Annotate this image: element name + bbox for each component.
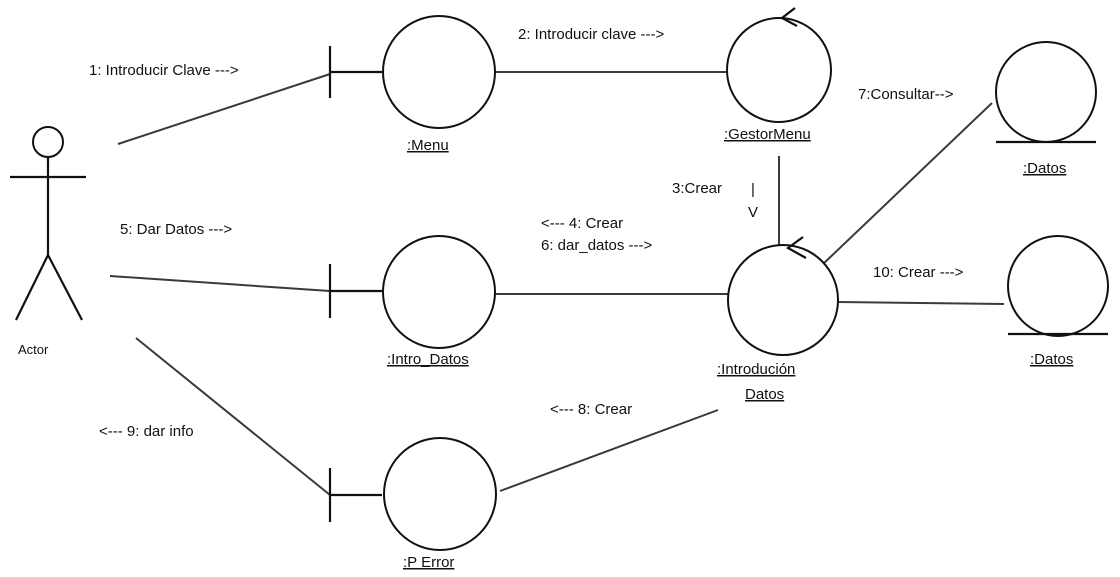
link-actor-introdatos [109, 275, 331, 292]
message-8: <--- 8: Crear [550, 401, 632, 418]
message-6: 6: dar_datos ---> [541, 237, 653, 254]
introducion-datos-control-object [727, 236, 839, 356]
introducion-datos-label-line1: :Introdución [717, 361, 795, 378]
datos-entity-object-1 [995, 41, 1097, 144]
p-error-label: :P Error [403, 554, 454, 571]
link-introducion-perror [499, 409, 719, 492]
message-3-arrow: | [751, 181, 755, 198]
menu-boundary-object [328, 15, 496, 129]
datos-label-2: :Datos [1030, 351, 1073, 368]
message-2: 2: Introducir clave ---> [518, 26, 665, 43]
link-introducion-datos1 [821, 102, 993, 266]
intro-datos-label: :Intro_Datos [387, 351, 469, 368]
message-4: <--- 4: Crear [541, 215, 623, 232]
datos-label-1: :Datos [1023, 160, 1066, 177]
message-10: 10: Crear ---> [873, 264, 964, 281]
menu-label: :Menu [407, 137, 449, 154]
message-3-arrowhead: V [748, 204, 758, 221]
introducion-datos-label-line2: Datos [745, 386, 784, 403]
gestormenu-control-object [726, 7, 832, 123]
message-7: 7:Consultar--> [858, 86, 954, 103]
message-3: 3:Crear [672, 180, 722, 197]
message-9: <--- 9: dar info [99, 423, 194, 440]
message-1: 1: Introducir Clave ---> [89, 62, 239, 79]
link-actor-menu [117, 73, 331, 145]
p-error-boundary-object [328, 437, 497, 551]
link-actor-perror [135, 337, 331, 496]
link-introducion-datos2 [837, 301, 1005, 305]
datos-entity-object-2 [1007, 235, 1109, 337]
message-5: 5: Dar Datos ---> [120, 221, 232, 238]
actor-figure [10, 126, 86, 321]
actor-label: Actor [18, 342, 49, 357]
intro-datos-boundary-object [328, 235, 496, 349]
gestormenu-label: :GestorMenu [724, 126, 811, 143]
